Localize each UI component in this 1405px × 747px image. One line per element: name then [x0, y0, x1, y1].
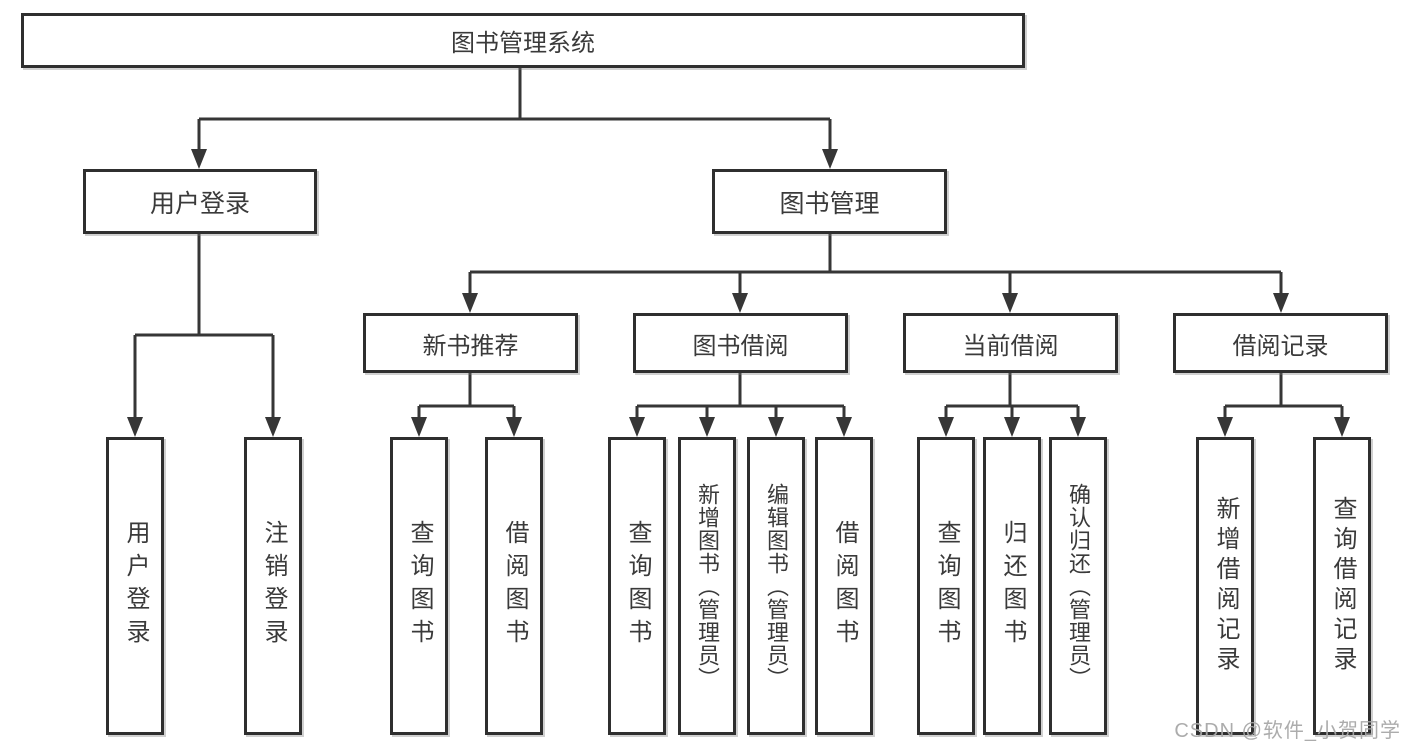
node-label: 借阅图书	[501, 520, 528, 652]
node-current-borrow: 当前借阅	[903, 313, 1118, 373]
leaf-user-login: 用户登录	[106, 437, 164, 735]
node-label: 查询图书	[933, 520, 960, 652]
leaf-return-books: 归还图书	[983, 437, 1041, 735]
node-label: 确认归还（管理员）	[1066, 482, 1091, 690]
node-label: 查询借阅记录	[1329, 496, 1356, 676]
leaf-edit-books-admin: 编辑图书（管理员）	[747, 437, 805, 735]
node-label: 归还图书	[999, 520, 1026, 652]
node-label: 新书推荐	[422, 332, 519, 360]
leaf-borrow-books-1: 借阅图书	[485, 437, 543, 735]
node-label: 借阅记录	[1232, 332, 1329, 360]
node-label: 用户登录	[122, 520, 149, 652]
leaf-query-borrow-record: 查询借阅记录	[1313, 437, 1371, 735]
leaf-add-borrow-record: 新增借阅记录	[1196, 437, 1254, 735]
csdn-watermark: CSDN @软件_小贺同学	[1174, 720, 1401, 742]
node-label: 编辑图书（管理员）	[764, 482, 789, 690]
node-label: 图书管理	[779, 189, 880, 218]
node-label: 图书借阅	[692, 332, 789, 360]
node-label: 用户登录	[149, 189, 250, 218]
node-book-management: 图书管理	[712, 169, 947, 234]
leaf-query-books-2: 查询图书	[608, 437, 666, 735]
node-label: 图书管理系统	[451, 30, 595, 57]
leaf-confirm-return-admin: 确认归还（管理员）	[1049, 437, 1107, 735]
node-label: 查询图书	[406, 520, 433, 652]
leaf-add-books-admin: 新增图书（管理员）	[678, 437, 736, 735]
leaf-borrow-books-2: 借阅图书	[815, 437, 873, 735]
node-label: 借阅图书	[831, 520, 858, 652]
leaf-logout: 注销登录	[244, 437, 302, 735]
node-label: 注销登录	[260, 520, 287, 652]
node-label: 当前借阅	[962, 332, 1059, 360]
node-borrow-records: 借阅记录	[1173, 313, 1388, 373]
node-library-management-system: 图书管理系统	[21, 13, 1025, 68]
node-new-book-recommend: 新书推荐	[363, 313, 578, 373]
arrowheads	[127, 149, 1350, 437]
node-label: 新增图书（管理员）	[695, 482, 720, 690]
leaf-query-books-3: 查询图书	[917, 437, 975, 735]
leaf-query-books-1: 查询图书	[390, 437, 448, 735]
node-label: 新增借阅记录	[1212, 496, 1239, 676]
node-user-login-branch: 用户登录	[83, 169, 317, 234]
node-book-borrow: 图书借阅	[633, 313, 848, 373]
node-label: 查询图书	[624, 520, 651, 652]
